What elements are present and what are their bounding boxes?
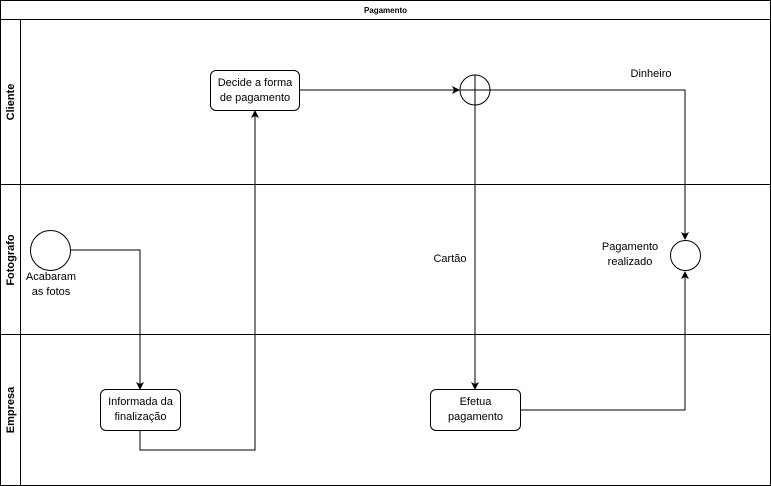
task-decide-forma-pagamento[interactable]: Decide a forma de pagamento bbox=[210, 70, 300, 111]
task-informada-finalizacao[interactable]: Informada da finalização bbox=[100, 389, 181, 431]
flow-label-dinheiro: Dinheiro bbox=[630, 68, 672, 80]
start-event[interactable] bbox=[30, 230, 71, 271]
lane-header-empresa: Empresa bbox=[1, 335, 21, 485]
end-event-label: Pagamento realizado bbox=[601, 241, 659, 268]
task-efetua-pagamento[interactable]: Efetua pagamento bbox=[430, 389, 521, 431]
end-event[interactable] bbox=[670, 240, 701, 271]
start-event-label: Acabaram as fotos bbox=[25, 271, 77, 298]
lane-header-cliente: Cliente bbox=[1, 20, 21, 184]
flow-informada-to-decide bbox=[139, 110, 259, 451]
flow-gateway-dinheiro bbox=[490, 89, 689, 240]
flow-efetua-to-end bbox=[521, 271, 689, 411]
lane-header-fotografo: Fotografo bbox=[1, 185, 21, 334]
flow-label-cartao: Cartão bbox=[433, 253, 467, 265]
gateway-exclusive bbox=[459, 74, 491, 106]
flow-start-to-informada bbox=[71, 249, 144, 390]
